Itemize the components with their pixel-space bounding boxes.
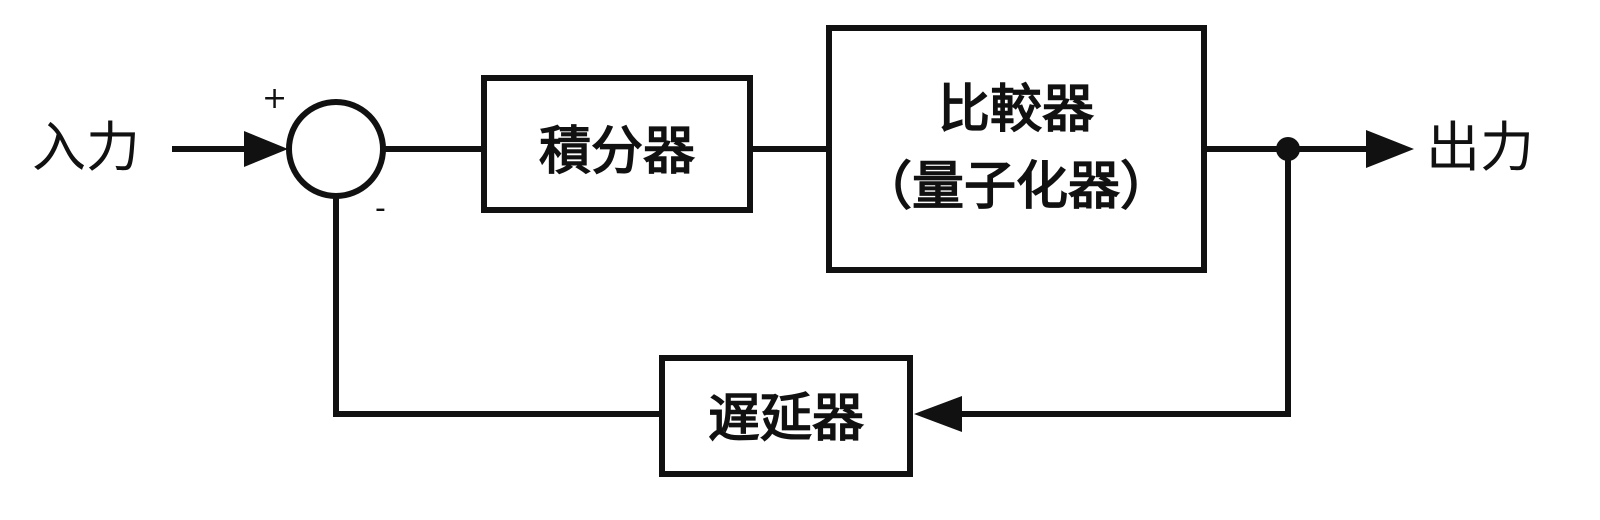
- feedback-wire-left: [333, 196, 662, 417]
- comparator-block: [826, 25, 1207, 273]
- comparator-label-line1: 比較器: [938, 80, 1095, 140]
- integrator-label: 積分器: [539, 122, 696, 182]
- feedback-wire-right: [954, 149, 1291, 417]
- delay-label: 遅延器: [708, 389, 865, 449]
- output-arrow: [1366, 130, 1414, 168]
- comparator-label-line2: （量子化器）: [860, 157, 1172, 217]
- minus-sign: -: [375, 191, 386, 226]
- delay-block: [659, 355, 913, 477]
- summing-junction: [286, 99, 386, 199]
- input-label: 入力: [32, 116, 140, 179]
- feedback-arrow: [914, 396, 962, 432]
- input-arrow: [244, 131, 288, 167]
- output-label: 出力: [1426, 116, 1534, 179]
- plus-sign: +: [262, 81, 287, 116]
- integrator-block: [481, 75, 753, 213]
